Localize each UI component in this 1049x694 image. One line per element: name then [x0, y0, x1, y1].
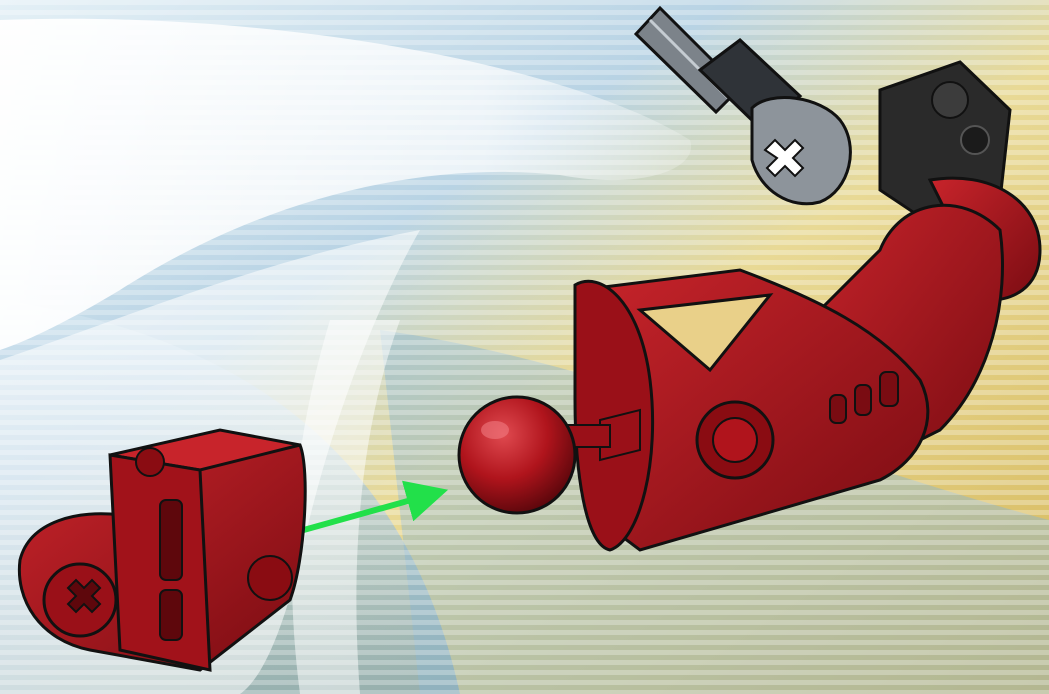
instruction-illustration [0, 0, 1049, 694]
scene-svg [0, 0, 1049, 694]
